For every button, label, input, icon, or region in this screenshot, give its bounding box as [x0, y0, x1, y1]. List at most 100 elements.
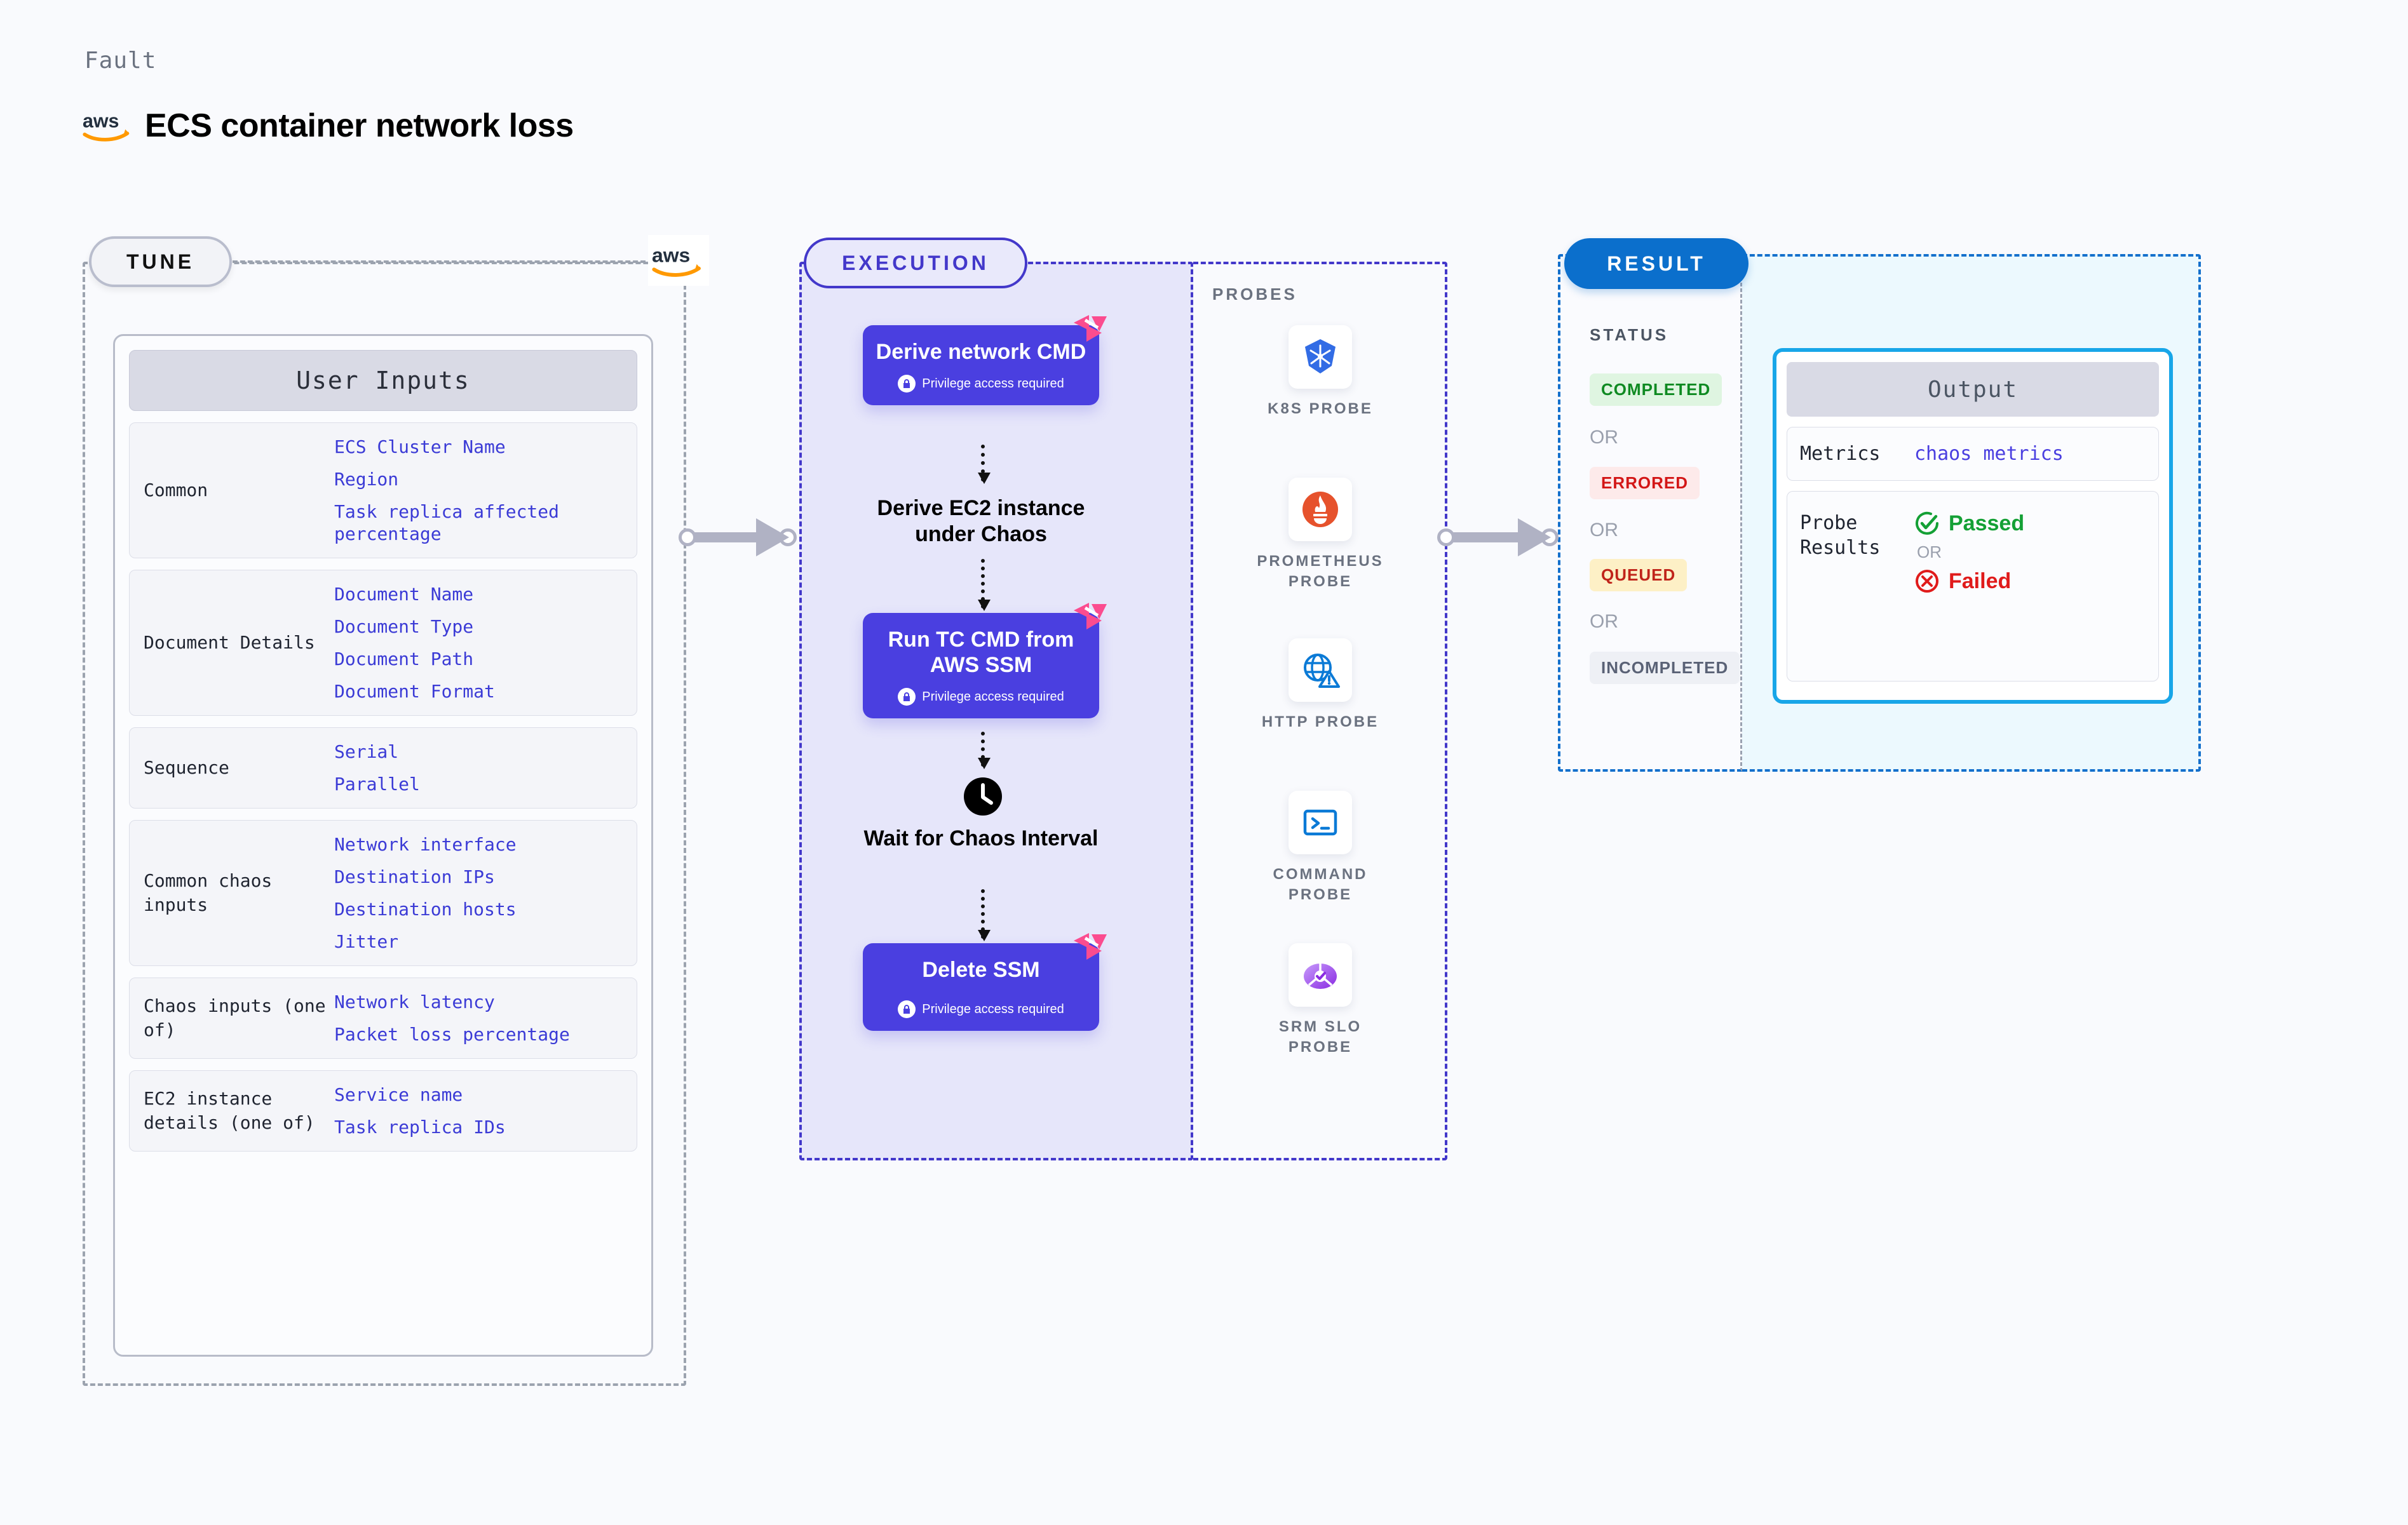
row-value: Task replica IDs	[334, 1117, 506, 1138]
row-value: Network latency	[334, 991, 495, 1012]
status-badge-label: QUEUED	[1601, 565, 1676, 584]
svg-text:aws: aws	[83, 110, 119, 131]
row-key: Chaos inputs (one of)	[144, 995, 326, 1040]
aws-corner-logo: aws	[648, 235, 709, 286]
lock-icon	[898, 688, 916, 706]
execution-node-delete-ssm[interactable]: Delete SSM Privilege access required	[863, 933, 1107, 1031]
http-globe-warning-icon	[1304, 654, 1340, 688]
row-value: Document Type	[334, 616, 474, 637]
probe-tile	[1289, 325, 1352, 389]
probe-item-http[interactable]: HTTP PROBE	[1257, 638, 1384, 732]
node-title: Derive network CMD	[876, 340, 1086, 364]
status-badge-label: INCOMPLETED	[1601, 658, 1729, 677]
node-title: Run TC CMD from AWS SSM	[888, 628, 1074, 678]
probe-result-failed: Failed	[1914, 568, 2024, 594]
node-privilege-text: Privilege access required	[922, 1002, 1064, 1016]
row-value: Packet loss percentage	[334, 1024, 570, 1045]
probe-result-passed: Passed	[1914, 511, 2024, 536]
table-row: Sequence Serial Parallel	[129, 727, 637, 809]
terminal-icon	[1303, 809, 1337, 836]
row-value: Network interface	[334, 834, 517, 855]
table-row: Chaos inputs (one of) Network latency Pa…	[129, 977, 637, 1059]
kubernetes-icon	[1305, 339, 1336, 373]
aws-logo-icon: aws	[83, 110, 130, 142]
probe-item-srm-slo[interactable]: SRM SLO PROBE	[1257, 943, 1384, 1058]
result-pill[interactable]: RESULT	[1564, 238, 1749, 289]
table-row: Common chaos inputs Network interface De…	[129, 820, 637, 966]
tune-panel	[83, 262, 686, 1386]
row-value: Serial	[334, 741, 399, 762]
lock-icon	[898, 1000, 916, 1019]
probe-result-label: Failed	[1949, 568, 2012, 593]
arrow-execution-to-result	[1437, 518, 1561, 556]
prometheus-icon	[1302, 492, 1338, 527]
probe-tile	[1289, 943, 1352, 1007]
probes-panel	[1193, 262, 1447, 1160]
execution-node-run-tc-cmd[interactable]: Run TC CMD from AWS SSM Privilege access…	[863, 603, 1107, 719]
table-row: Common ECS Cluster Name Region Task repl…	[129, 422, 637, 558]
row-value: Task replica affected percentage	[334, 501, 560, 544]
or-separator: OR	[1590, 427, 1618, 448]
probe-label: K8S PROBE	[1268, 400, 1373, 417]
or-separator: OR	[1917, 542, 1942, 561]
or-separator: OR	[1590, 520, 1618, 541]
row-value: Jitter	[334, 931, 399, 952]
output-row-value: chaos metrics	[1914, 443, 2064, 465]
table-row: Document Details Document Name Document …	[129, 570, 637, 716]
probe-item-k8s[interactable]: K8S PROBE	[1257, 325, 1384, 419]
x-circle-icon	[1916, 570, 1938, 593]
probe-label: PROMETHEUS PROBE	[1257, 553, 1384, 591]
output-card: Output Metrics chaos metrics Probe Resul…	[1773, 348, 2173, 704]
output-header: Output	[1787, 362, 2159, 417]
probe-item-command[interactable]: COMMAND PROBE	[1257, 791, 1384, 906]
harness-logo-icon	[1074, 603, 1107, 629]
probe-label: COMMAND PROBE	[1273, 866, 1368, 904]
row-values: Document Name Document Type Document Pat…	[334, 583, 629, 702]
probe-label: SRM SLO PROBE	[1278, 1018, 1362, 1056]
flow-connector	[978, 445, 991, 484]
arrow-tune-to-execution	[679, 518, 799, 556]
probe-item-prometheus[interactable]: PROMETHEUS PROBE	[1257, 478, 1384, 593]
output-row-probe-results: Probe Results Passed OR Failed	[1787, 491, 2159, 682]
table-row: EC2 instance details (one of) Service na…	[129, 1070, 637, 1152]
user-inputs-card: User Inputs Common ECS Cluster Name Regi…	[113, 334, 653, 1357]
tune-pill-label: TUNE	[126, 250, 195, 273]
status-badge-completed: COMPLETED	[1590, 373, 1722, 406]
flow-connector	[978, 559, 991, 611]
harness-logo-icon	[1074, 315, 1107, 342]
user-inputs-header: User Inputs	[129, 350, 637, 411]
fault-kicker: Fault	[85, 48, 157, 74]
node-privilege-text: Privilege access required	[922, 689, 1064, 704]
output-row-metrics: Metrics chaos metrics	[1787, 427, 2159, 481]
result-status-panel	[1558, 254, 1742, 772]
row-value: Parallel	[334, 774, 420, 795]
node-title: Wait for Chaos Interval	[863, 826, 1099, 850]
node-title: Delete SSM	[922, 958, 1040, 982]
row-key: Sequence	[144, 757, 229, 779]
execution-pill[interactable]: EXECUTION	[804, 238, 1027, 288]
row-key: Common chaos inputs	[144, 870, 273, 915]
probes-label: PROBES	[1212, 285, 1297, 304]
tune-pill[interactable]: TUNE	[89, 236, 232, 287]
flow-connector	[978, 732, 991, 769]
status-title: STATUS	[1590, 325, 1669, 344]
execution-node-wait-for-chaos-interval: Wait for Chaos Interval	[848, 826, 1114, 852]
row-values: Network latency Packet loss percentage	[334, 991, 629, 1045]
status-badge-label: COMPLETED	[1601, 380, 1711, 399]
execution-node-derive-network-cmd[interactable]: Derive network CMD Privilege access requ…	[863, 315, 1107, 406]
execution-node-derive-ec2-instance: Derive EC2 instance under Chaos	[848, 495, 1114, 548]
clock-icon	[964, 777, 1002, 816]
tune-connector-line	[233, 260, 646, 263]
probe-tile	[1289, 478, 1352, 541]
node-privilege-note: Privilege access required	[872, 688, 1090, 706]
svg-text:aws: aws	[652, 244, 690, 267]
aws-logo-icon: aws	[652, 244, 701, 277]
row-value: Region	[334, 469, 399, 490]
check-circle-icon	[1916, 511, 1938, 535]
row-values: ECS Cluster Name Region Task replica aff…	[334, 436, 629, 545]
probe-result-label: Passed	[1949, 511, 2025, 535]
row-value: Destination hosts	[334, 899, 517, 920]
or-separator: OR	[1590, 611, 1618, 632]
row-key: Common	[144, 480, 208, 501]
